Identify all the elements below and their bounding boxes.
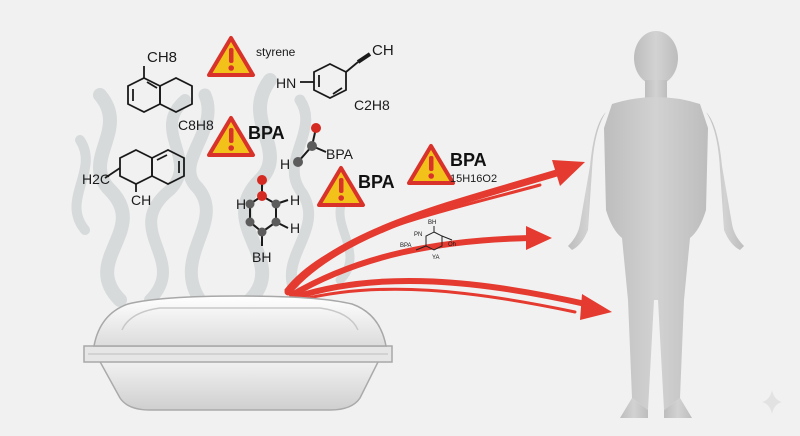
label-h-small: H: [280, 156, 290, 172]
ring-atom-structure: [245, 175, 289, 246]
arrow-top: [284, 168, 564, 296]
warning-icon: [207, 116, 255, 157]
label-c8h8: C8H8: [178, 117, 214, 133]
arrowhead-mid: [526, 226, 552, 250]
label-tiny-oh: Oh: [448, 242, 456, 248]
label-bh-ring: BH: [252, 249, 271, 265]
label-formula-right: 15H16O2: [450, 173, 497, 185]
food-container: [83, 295, 393, 411]
label-h-ring3: H: [290, 220, 300, 236]
label-ch-left: CH: [131, 192, 151, 208]
label-styrene: styrene: [256, 45, 296, 59]
label-tiny-bpa: BPA: [400, 243, 412, 249]
warning-icon: [207, 36, 255, 77]
sparkle-icon: [762, 390, 782, 414]
label-h2c: H2C: [82, 171, 110, 187]
label-bpa-center: BPA: [358, 172, 395, 192]
label-ch8: CH8: [147, 49, 177, 66]
label-tiny-ya: YA: [432, 255, 440, 261]
label-tiny-bh: BH: [428, 220, 436, 226]
warning-icon: [407, 144, 455, 185]
label-bpa-right: BPA: [450, 150, 487, 170]
naphthalene-structure-left: [104, 148, 185, 192]
label-hn: HN: [276, 75, 296, 91]
label-h-ring2: H: [290, 192, 300, 208]
contamination-arrows: [284, 168, 593, 314]
human-silhouette: [568, 31, 744, 418]
label-tiny-pn: PN: [414, 232, 422, 238]
label-bpa-mid: BPA: [248, 123, 285, 143]
arrowhead-low: [580, 294, 612, 320]
label-ch-top: CH: [372, 42, 394, 59]
arrow-mid: [289, 235, 533, 298]
label-h-ring1: H: [236, 196, 246, 212]
aniline-structure: [300, 52, 372, 100]
warning-icon: [317, 166, 365, 207]
label-c2h8: C2H8: [354, 97, 390, 113]
tiny-molecule-structure: [415, 226, 453, 251]
arrowhead-top: [552, 160, 585, 186]
fumes: [71, 73, 355, 307]
bpa-chain-structure: [293, 123, 327, 167]
arrow-low: [293, 277, 593, 308]
label-bpa-small: BPA: [326, 146, 354, 162]
naphthalene-structure-top: [127, 66, 193, 114]
